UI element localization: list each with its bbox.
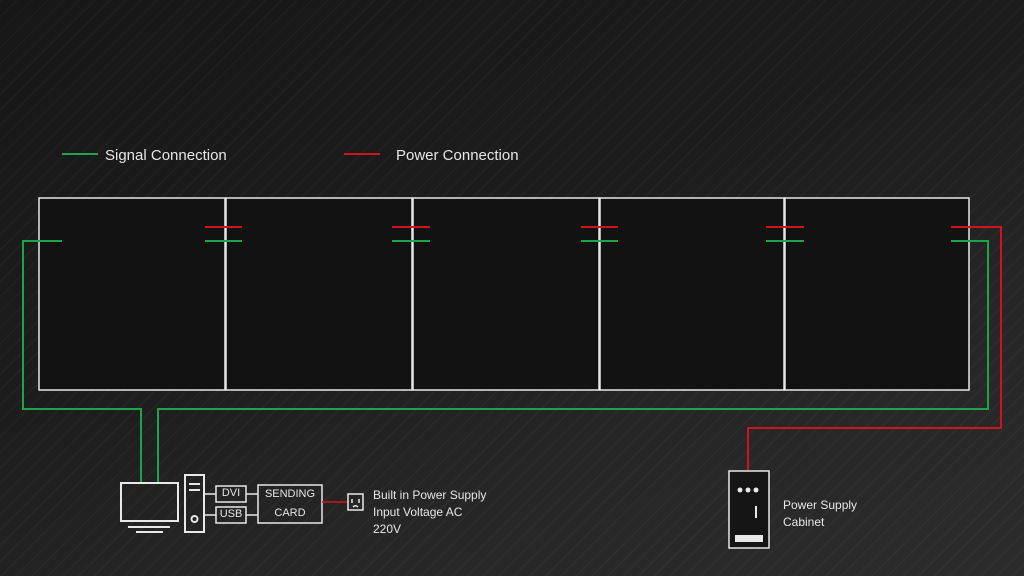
pc-to-card-connectors [204,493,258,516]
dvi-label: DVI [221,487,241,499]
led-cabinet-row [38,197,970,391]
power-cabinet-label-line1: Power Supply [783,498,858,512]
pc-tower-icon [184,474,205,533]
legend-power-label: Power Connection [396,147,519,164]
power-cabinet-label-line2: Cabinet [783,515,825,529]
sending-card-box [257,484,323,524]
led-cabinet-3 [412,197,600,391]
power-note-line2: Input Voltage AC [373,505,463,519]
signal-return-wire [157,240,989,482]
legend-signal-label: Signal Connection [105,147,227,164]
signal-input-wire [22,240,142,482]
led-cabinet-5 [784,197,970,391]
usb-box [215,506,247,524]
power-note-line1: Built in Power Supply [373,488,487,502]
usb-label: USB [219,508,243,520]
power-note-line3: 220V [373,522,402,536]
dvi-box [215,485,247,503]
power-note: Built in Power Supply Input Voltage AC 2… [373,487,486,538]
sending-card-label-line1: SENDING [264,488,316,500]
monitor-icon [120,482,179,533]
led-cabinet-1 [38,197,226,391]
sending-card-label-line2: CARD [274,507,306,519]
power-outlet-icon [347,493,364,511]
power-cabinet-label: Power Supply Cabinet [783,497,857,531]
led-cabinet-4 [599,197,785,391]
power-feed-wire [747,226,1002,470]
power-supply-cabinet-icon [728,470,770,549]
led-cabinet-2 [225,197,413,391]
